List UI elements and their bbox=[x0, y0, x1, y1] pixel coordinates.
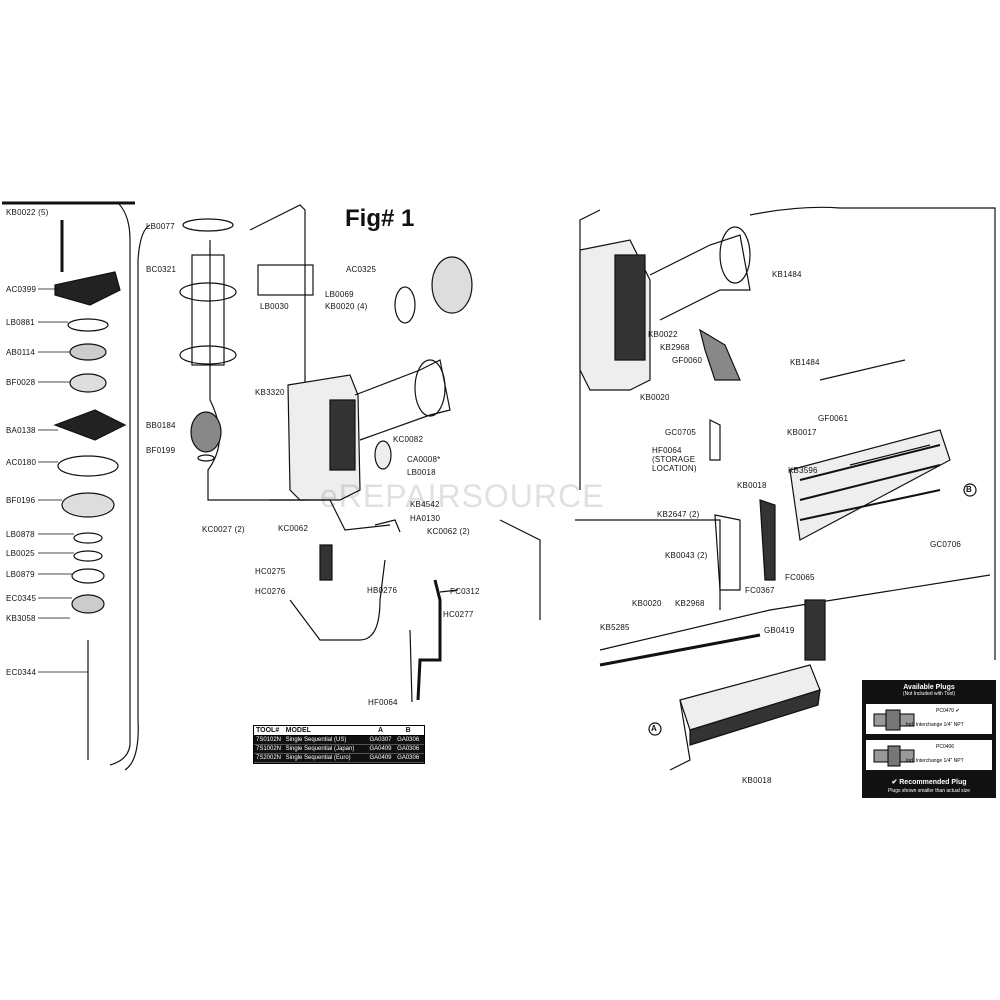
part-label: HC0277 bbox=[443, 610, 474, 619]
part-label: KB1484 bbox=[772, 270, 802, 279]
part-label: KC0062 bbox=[278, 524, 309, 533]
part-label: KB3596 bbox=[788, 466, 818, 475]
part-label: BC0321 bbox=[146, 265, 177, 274]
part-label: BB0184 bbox=[146, 421, 176, 430]
part-label: GF0060 bbox=[672, 356, 703, 365]
callout-a: A bbox=[651, 724, 657, 733]
part-label: KB0022 bbox=[648, 330, 678, 339]
table-row: 7S1002N Single Sequential (Japan) GA0409… bbox=[254, 745, 424, 754]
part-label: LB0878 bbox=[6, 530, 35, 539]
table-row: 7S2002N Single Sequential (Euro) GA0409 … bbox=[254, 754, 424, 763]
part-label: BF0196 bbox=[6, 496, 36, 505]
plug-1-label: PC0470 ✔ bbox=[936, 708, 960, 714]
part-label: EC0344 bbox=[6, 668, 37, 677]
part-label: KC0082 bbox=[393, 435, 424, 444]
part-label: HC0276 bbox=[255, 587, 286, 596]
part-label: AC0180 bbox=[6, 458, 37, 467]
recommended-plug: ✔ Recommended Plug bbox=[891, 779, 967, 786]
part-label: LB0018 bbox=[407, 468, 436, 477]
part-label: LB0069 bbox=[325, 290, 354, 299]
plugs-note: Plugs shown smaller than actual size bbox=[888, 788, 970, 794]
part-label: AC0325 bbox=[346, 265, 377, 274]
part-label: FC0065 bbox=[785, 573, 815, 582]
part-label: BF0028 bbox=[6, 378, 36, 387]
table-header: TOOL# MODEL A B bbox=[254, 726, 424, 736]
cell-model: Single Sequential (Japan) bbox=[285, 746, 355, 752]
cell-model: Single Sequential (Euro) bbox=[285, 755, 351, 761]
plug-1-panel: PC0470 ✔ Ind. Interchange 1/4" NPT bbox=[866, 704, 992, 734]
part-label: BA0138 bbox=[6, 426, 36, 435]
part-label: HC0275 bbox=[255, 567, 286, 576]
plugs-subtitle: (Not Included with Tool) bbox=[902, 691, 956, 697]
callout-b: B bbox=[966, 485, 972, 494]
part-label: GB0419 bbox=[764, 626, 795, 635]
part-label: KB0020 (4) bbox=[325, 302, 368, 311]
watermark: eREPAIRSOURCE bbox=[320, 478, 605, 514]
part-label: GF0061 bbox=[818, 414, 849, 423]
part-label: KB0018 bbox=[742, 776, 772, 785]
table-row: 7S0102N Single Sequential (US) GA0307 GA… bbox=[254, 736, 424, 745]
part-label: AB0114 bbox=[6, 348, 36, 357]
part-label: AC0399 bbox=[6, 285, 37, 294]
cell-b: GA0306 bbox=[397, 755, 420, 761]
part-label: LB0030 bbox=[260, 302, 289, 311]
plug-2-label: PC0406 bbox=[936, 744, 955, 750]
part-label: KB0020 bbox=[632, 599, 662, 608]
part-label: LB0025 bbox=[6, 549, 35, 558]
header-tool: TOOL# bbox=[256, 727, 280, 734]
part-label: KB3320 bbox=[255, 388, 285, 397]
plug-2-panel: PC0406 Ind. Interchange 1/4" NPT bbox=[866, 740, 992, 770]
available-plugs-box: Available Plugs (Not Included with Tool)… bbox=[862, 680, 996, 798]
part-label: GC0706 bbox=[930, 540, 961, 549]
part-label: KC0062 (2) bbox=[427, 527, 470, 536]
tool-model-table: TOOL# MODEL A B 7S0102N Single Sequentia… bbox=[253, 725, 425, 764]
part-label: KB1484 bbox=[790, 358, 820, 367]
plug-1-icon bbox=[873, 709, 915, 731]
part-label: KB0020 bbox=[640, 393, 670, 402]
header-a: A bbox=[377, 727, 384, 734]
cell-b: GA0306 bbox=[397, 746, 420, 752]
part-label: HF0064 (STORAGE LOCATION) bbox=[652, 446, 697, 473]
plug-2-note: Ind. Interchange 1/4" NPT bbox=[906, 758, 964, 764]
header-model: MODEL bbox=[285, 727, 311, 734]
figure-title: Fig# 1 bbox=[345, 205, 415, 232]
part-label: KB4542 bbox=[410, 500, 440, 509]
cell-tool: 7S2002N bbox=[256, 755, 282, 761]
part-label: KB5285 bbox=[600, 623, 630, 632]
part-label: LB0077 bbox=[146, 222, 175, 231]
part-label: LB0881 bbox=[6, 318, 35, 327]
plug-2-icon bbox=[873, 745, 915, 767]
part-label: CA0008* bbox=[407, 455, 441, 464]
part-label: KB0022 (5) bbox=[6, 208, 49, 217]
part-label: HA0130 bbox=[410, 514, 441, 523]
part-label: HF0064 bbox=[368, 698, 398, 707]
cell-tool: 7S1002N bbox=[256, 746, 282, 752]
part-label: BF0199 bbox=[146, 446, 176, 455]
part-label: EC0345 bbox=[6, 594, 37, 603]
part-label: FC0312 bbox=[450, 587, 480, 596]
header-b: B bbox=[405, 727, 411, 734]
part-label: KB0017 bbox=[787, 428, 817, 437]
part-label: KC0027 (2) bbox=[202, 525, 245, 534]
part-label: KB2647 (2) bbox=[657, 510, 700, 519]
plugs-title: Available Plugs bbox=[903, 684, 955, 691]
cell-a: GA0409 bbox=[369, 755, 392, 761]
part-label: FC0367 bbox=[745, 586, 775, 595]
part-label: KB3058 bbox=[6, 614, 36, 623]
part-label: KB2968 bbox=[660, 343, 690, 352]
cell-a: GA0307 bbox=[369, 737, 392, 743]
cell-tool: 7S0102N bbox=[256, 737, 282, 743]
part-label: KB0043 (2) bbox=[665, 551, 708, 560]
plug-1-note: Ind. Interchange 1/4" NPT bbox=[906, 722, 964, 728]
part-label: HB0276 bbox=[367, 586, 398, 595]
part-label: GC0705 bbox=[665, 428, 696, 437]
part-label: KB2968 bbox=[675, 599, 705, 608]
part-label: KB0018 bbox=[737, 481, 767, 490]
part-label: LB0879 bbox=[6, 570, 35, 579]
cell-a: GA0409 bbox=[369, 746, 392, 752]
cell-model: Single Sequential (US) bbox=[285, 737, 347, 743]
cell-b: GA0306 bbox=[397, 737, 420, 743]
